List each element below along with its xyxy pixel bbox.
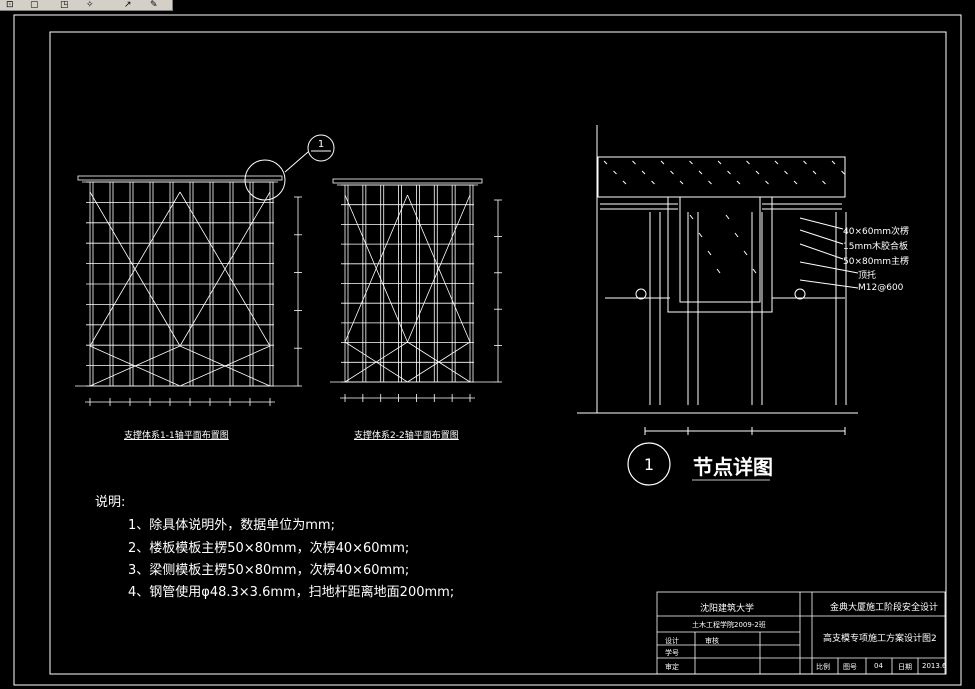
tb-school: 沈阳建筑大学 <box>700 604 755 614</box>
tb-student-no: 学号 <box>665 649 679 657</box>
tb-date: 日期 <box>898 663 912 671</box>
detail-label-1: 40×60mm次楞 <box>843 227 909 237</box>
tb-class: 土木工程学院2009-2班 <box>692 621 766 629</box>
tb-approve: 审定 <box>665 663 679 671</box>
detail-label-5: M12@600 <box>858 283 904 293</box>
tb-drawing-title: 高支模专项施工方案设计图2 <box>823 634 937 644</box>
toolbar-icon[interactable]: ✎ <box>150 0 158 10</box>
toolbar-icon[interactable]: ▢ <box>30 0 39 10</box>
plan2-caption: 支撑体系2-2轴平面布置图 <box>354 431 459 441</box>
note-1: 1、除具体说明外，数据单位为mm; <box>128 518 335 533</box>
cad-toolbar[interactable]: ⊡ ▢ ◳ ✧ ↗ ✎ <box>0 0 173 11</box>
toolbar-icon[interactable]: ✧ <box>86 0 94 10</box>
plan-2-2 <box>330 178 502 402</box>
toolbar-icon[interactable]: ◳ <box>60 0 69 10</box>
detail-circle <box>627 442 671 486</box>
callout-number: 1 <box>318 139 324 150</box>
note-4: 4、钢管使用φ48.3×3.6mm，扫地杆距离地面200mm; <box>128 585 455 600</box>
detail-label-2: 15mm木胶合板 <box>843 242 908 252</box>
toolbar-icon[interactable]: ⊡ <box>6 0 14 10</box>
inner-frame <box>49 31 947 675</box>
tb-scale: 比例 <box>816 663 830 671</box>
title-block <box>656 591 946 675</box>
plan-1-1 <box>75 175 302 406</box>
note-2: 2、楼板模板主楞50×80mm，次楞40×60mm; <box>128 541 410 556</box>
callout-bubble <box>244 134 335 201</box>
note-3: 3、梁侧模板主楞50×80mm，次楞40×60mm; <box>128 563 410 578</box>
tb-date-val: 2013.6 <box>922 662 947 670</box>
detail-label-4: 顶托 <box>858 271 877 281</box>
tb-sheet-val: 04 <box>874 662 883 670</box>
detail-title: 节点详图 <box>693 455 773 479</box>
plan1-caption: 支撑体系1-1轴平面布置图 <box>124 431 229 441</box>
tb-sheet: 图号 <box>843 663 857 671</box>
tb-review: 审核 <box>705 637 719 645</box>
notes-heading: 说明: <box>95 495 126 510</box>
node-detail <box>577 125 859 435</box>
detail-number: 1 <box>644 455 654 474</box>
outer-frame <box>13 14 962 686</box>
detail-label-3: 50×80mm主楞 <box>843 257 909 267</box>
tb-project: 金典大厦施工阶段安全设计 <box>830 603 939 613</box>
tb-design: 设计 <box>665 637 679 645</box>
toolbar-icon[interactable]: ↗ <box>124 0 132 10</box>
